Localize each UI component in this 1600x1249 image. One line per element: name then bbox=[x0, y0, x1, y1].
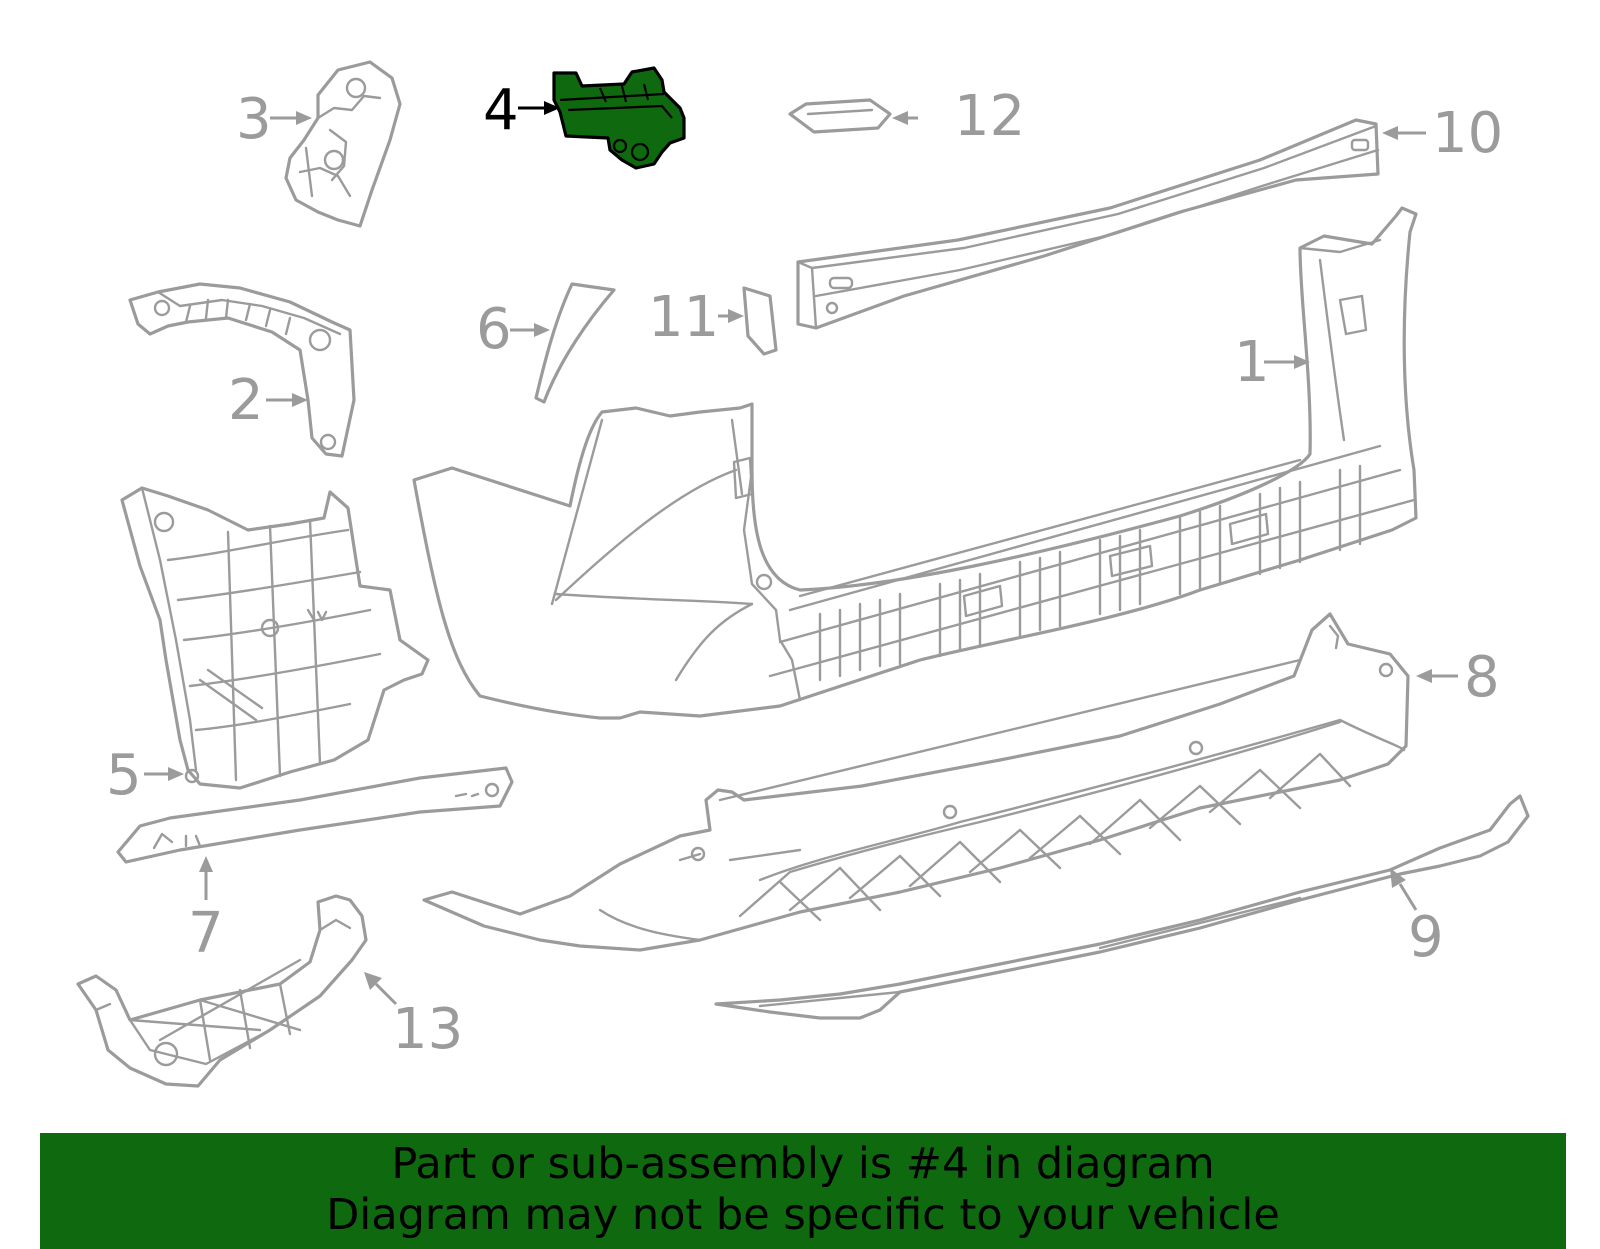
part-11-pad[interactable] bbox=[742, 286, 778, 356]
callout-13: 13 bbox=[392, 997, 463, 1062]
callout-10: 10 bbox=[1432, 101, 1503, 166]
callout-11: 11 bbox=[648, 285, 719, 350]
part-2-long-bracket[interactable] bbox=[128, 282, 356, 458]
info-banner: Part or sub-assembly is #4 in diagram Di… bbox=[40, 1133, 1566, 1249]
part-10-reinforcement-beam[interactable] bbox=[796, 118, 1380, 330]
part-12-plate[interactable] bbox=[788, 98, 892, 134]
callout-12: 12 bbox=[954, 84, 1025, 149]
part-8-lower-valance[interactable] bbox=[422, 612, 1410, 952]
part-1-bumper-cover[interactable] bbox=[412, 206, 1418, 720]
callout-6: 6 bbox=[476, 297, 512, 362]
part-13-lower-bracket[interactable] bbox=[76, 894, 368, 1088]
callout-8: 8 bbox=[1464, 645, 1500, 710]
callout-9: 9 bbox=[1408, 905, 1444, 970]
part-4-shape bbox=[552, 66, 686, 170]
part-3-bracket[interactable] bbox=[284, 60, 402, 228]
part-6-trim-strip[interactable] bbox=[534, 282, 616, 404]
part-5-splash-shield[interactable] bbox=[120, 486, 430, 790]
callout-5: 5 bbox=[106, 743, 142, 808]
callout-1: 1 bbox=[1234, 330, 1270, 395]
banner-line-2: Diagram may not be specific to your vehi… bbox=[326, 1190, 1280, 1240]
callout-4: 4 bbox=[483, 78, 519, 143]
leader-lines bbox=[144, 101, 1458, 1006]
callout-3: 3 bbox=[236, 87, 272, 152]
parts-diagram: 3 4 12 10 11 6 1 2 8 5 7 9 13 bbox=[76, 60, 1530, 1088]
callout-labels: 3 4 12 10 11 6 1 2 8 5 7 9 13 bbox=[106, 78, 1503, 1062]
part-9-lower-trim[interactable] bbox=[714, 794, 1530, 1020]
banner-line-1: Part or sub-assembly is #4 in diagram bbox=[391, 1139, 1215, 1189]
part-4-highlighted-bracket[interactable] bbox=[552, 66, 686, 170]
part-7-reflector-strip[interactable] bbox=[116, 766, 514, 864]
callout-7: 7 bbox=[188, 901, 224, 966]
callout-2: 2 bbox=[228, 368, 264, 433]
